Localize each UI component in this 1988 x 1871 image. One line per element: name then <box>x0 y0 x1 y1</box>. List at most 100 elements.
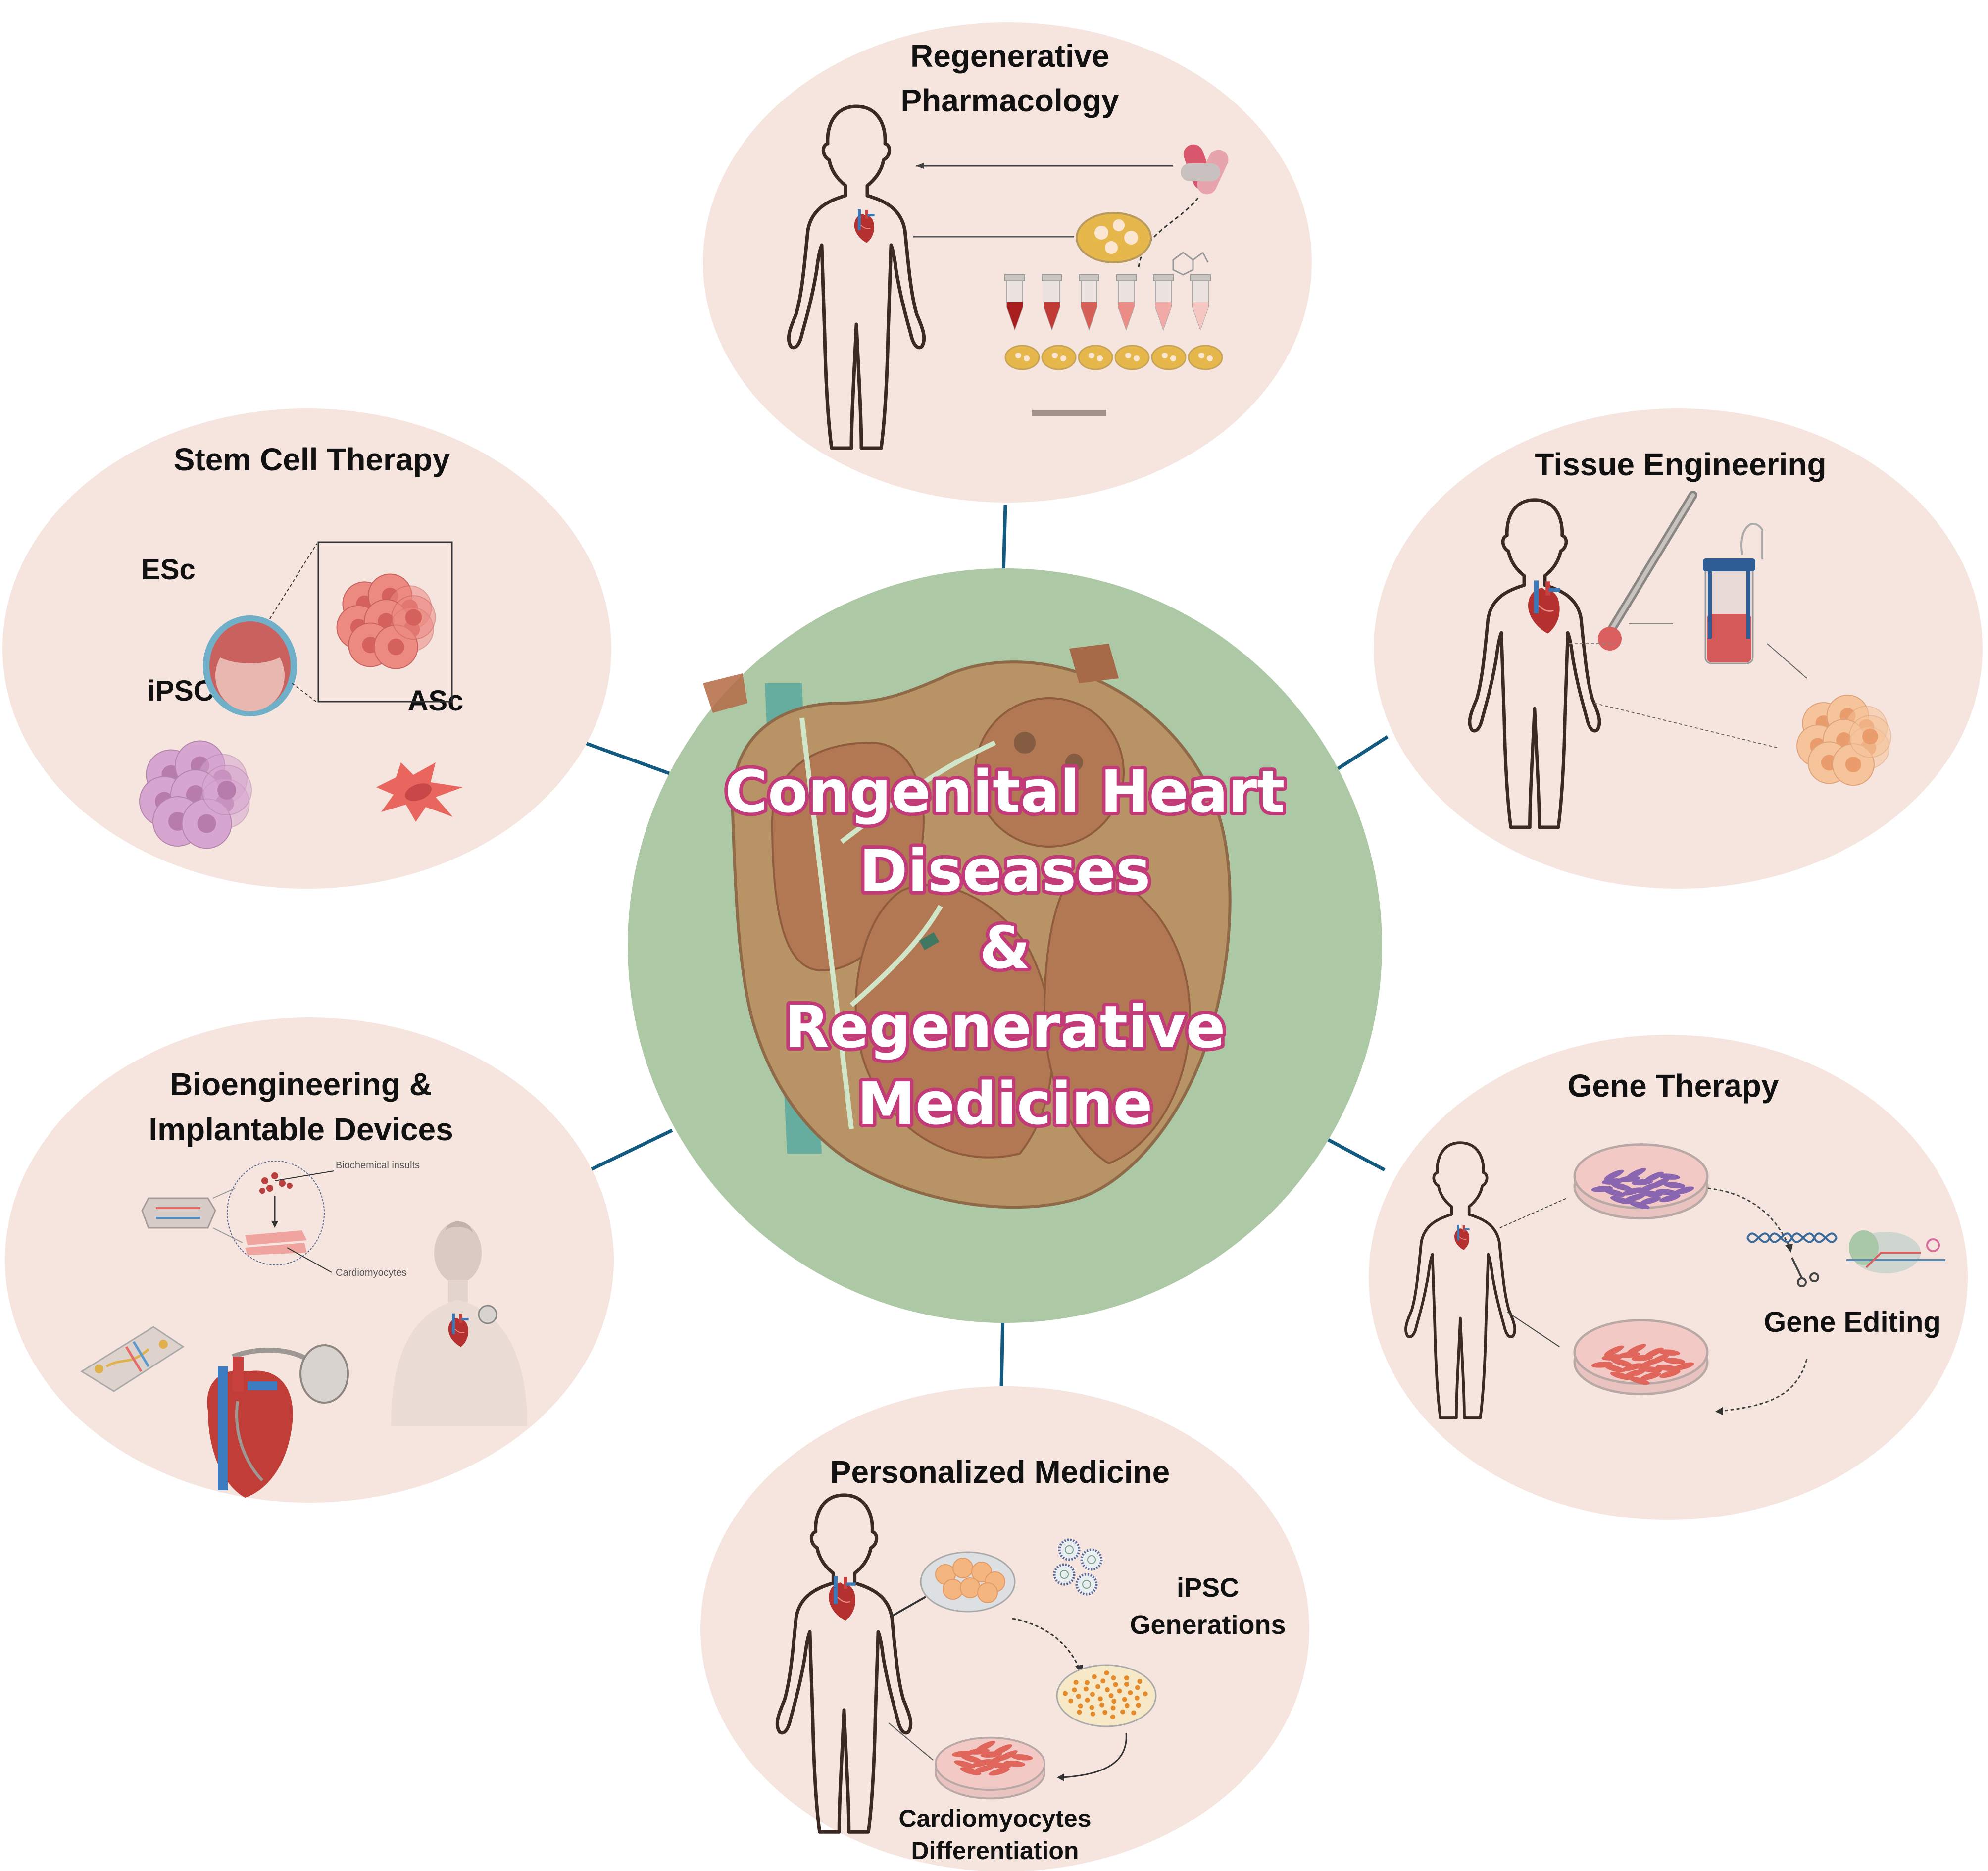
arrow-line <box>1767 643 1807 679</box>
virus-particle <box>1053 1563 1076 1586</box>
label-ipsc: iPSC <box>147 675 214 707</box>
virus-genome <box>1065 1545 1074 1554</box>
label-biochemical-insults: Biochemical insults <box>336 1160 420 1171</box>
connector-bottom-left <box>590 1128 673 1171</box>
nucleus-icon <box>197 814 216 833</box>
spindle-cell <box>954 1760 976 1769</box>
colony-dot <box>1102 1710 1108 1715</box>
plate <box>1078 345 1113 370</box>
zoom-line <box>269 543 317 619</box>
virus-particle <box>1075 1573 1098 1596</box>
colony <box>1207 355 1213 361</box>
nucleus-icon <box>388 638 404 656</box>
colony-dot <box>1085 1680 1090 1685</box>
colony-dot <box>1073 1680 1079 1685</box>
colony <box>1162 353 1168 358</box>
colony-dot <box>1104 1670 1109 1676</box>
spindle-cell <box>1643 1171 1664 1183</box>
virus-icon <box>1053 1538 1103 1596</box>
spindle-cell <box>1659 1369 1681 1378</box>
cell-icon <box>977 1582 998 1603</box>
ipsc-cluster-icon <box>139 740 252 849</box>
label-differentiation: Differentiation <box>911 1837 1079 1865</box>
forceps-icon <box>1598 491 1697 651</box>
spindle-cell <box>1663 1182 1686 1189</box>
tube-cap <box>1004 274 1025 281</box>
tube-cap <box>1153 274 1174 281</box>
plate <box>1151 345 1187 370</box>
panel-title-line-2: Implantable Devices <box>149 1112 453 1147</box>
spindle-cell <box>997 1750 1018 1761</box>
panel-gene-therapy: Gene Therapy Gene Editin <box>1369 1035 1968 1520</box>
spindle-cell <box>1643 1347 1664 1359</box>
tube-liquid <box>1193 302 1208 329</box>
virus-particle <box>1080 1548 1103 1571</box>
panel-title-line-1: Bioengineering & <box>170 1066 432 1102</box>
colony-dot <box>1078 1703 1083 1709</box>
dashed-arrow <box>1720 1359 1808 1412</box>
colony-dot <box>1117 1688 1122 1694</box>
connector-top-left <box>583 741 670 775</box>
connector-bottom <box>999 1315 1005 1387</box>
cell-icon <box>960 1577 981 1598</box>
label-leader <box>287 1247 332 1273</box>
colony <box>1134 355 1140 361</box>
colony <box>1125 353 1131 358</box>
pacemaker-heart-icon <box>207 1344 349 1498</box>
arrowhead-icon <box>1057 1773 1064 1781</box>
bioreactor-icon <box>1703 523 1763 664</box>
spindle-cell <box>1673 1186 1694 1195</box>
plate <box>1041 345 1077 370</box>
plates-row-icon <box>1004 345 1223 370</box>
test-tubes-icon <box>1004 274 1211 331</box>
panel-title: Personalized Medicine <box>830 1454 1170 1490</box>
center-title-line-2: Diseases <box>859 837 1151 905</box>
center-title: Congenital Heart Diseases & Regenerative… <box>721 754 1288 1141</box>
panel-title: Gene Therapy <box>1568 1068 1779 1104</box>
virus-particle <box>1058 1538 1081 1561</box>
spindle-cell <box>1659 1194 1681 1203</box>
pacemaker-icon <box>478 1305 497 1324</box>
colony <box>1024 355 1030 361</box>
tube-cap <box>1190 274 1211 281</box>
petri-dish-icon <box>1056 1664 1157 1727</box>
colony <box>1198 353 1204 358</box>
tube-liquid <box>1118 302 1134 329</box>
arrowhead-icon <box>1715 1407 1723 1415</box>
plate <box>1114 345 1150 370</box>
spindle-cell <box>1649 1178 1670 1189</box>
colony-dot <box>1136 1703 1141 1708</box>
label-esc: ESc <box>141 554 196 586</box>
colony-dot <box>1124 1675 1129 1681</box>
panel-title: Tissue Engineering <box>1535 447 1826 482</box>
spindle-cell <box>951 1750 974 1757</box>
tube-liquid <box>1155 302 1171 329</box>
colony-dot <box>1090 1711 1095 1717</box>
spindle-cell <box>1626 1344 1646 1355</box>
colony-dot <box>1124 1681 1130 1687</box>
link-line <box>891 1596 926 1618</box>
panel-personalized-medicine: Personalized Medicine iPSC Generations C… <box>700 1386 1309 1871</box>
spindle-cell <box>1610 1371 1632 1380</box>
colony-dot <box>1110 1705 1116 1711</box>
colony-dot <box>1068 1698 1074 1704</box>
colony-dot <box>1111 1699 1117 1704</box>
colony-dot <box>1072 1687 1077 1693</box>
spindle-cell <box>1658 1173 1680 1180</box>
colony-dot <box>1134 1695 1140 1701</box>
connector-top-right <box>1330 735 1389 775</box>
virus-genome <box>1060 1570 1069 1579</box>
colony-dot <box>1110 1714 1115 1719</box>
spindle-cell <box>1624 1369 1645 1378</box>
panel-tissue-engineering: Tissue Engineering <box>1374 408 1983 889</box>
cardiomyocyte-icon <box>245 1230 307 1255</box>
tube-cap <box>1079 274 1099 281</box>
organ-chip-icon <box>141 1197 216 1229</box>
plate <box>1188 345 1223 370</box>
spindle-cell <box>1610 1196 1632 1205</box>
adult-stem-cell-icon <box>376 762 463 822</box>
tube-liquid <box>1007 302 1023 329</box>
magnifier-line <box>212 1227 243 1243</box>
colony <box>1060 355 1066 361</box>
spindle-cell <box>1618 1176 1640 1182</box>
